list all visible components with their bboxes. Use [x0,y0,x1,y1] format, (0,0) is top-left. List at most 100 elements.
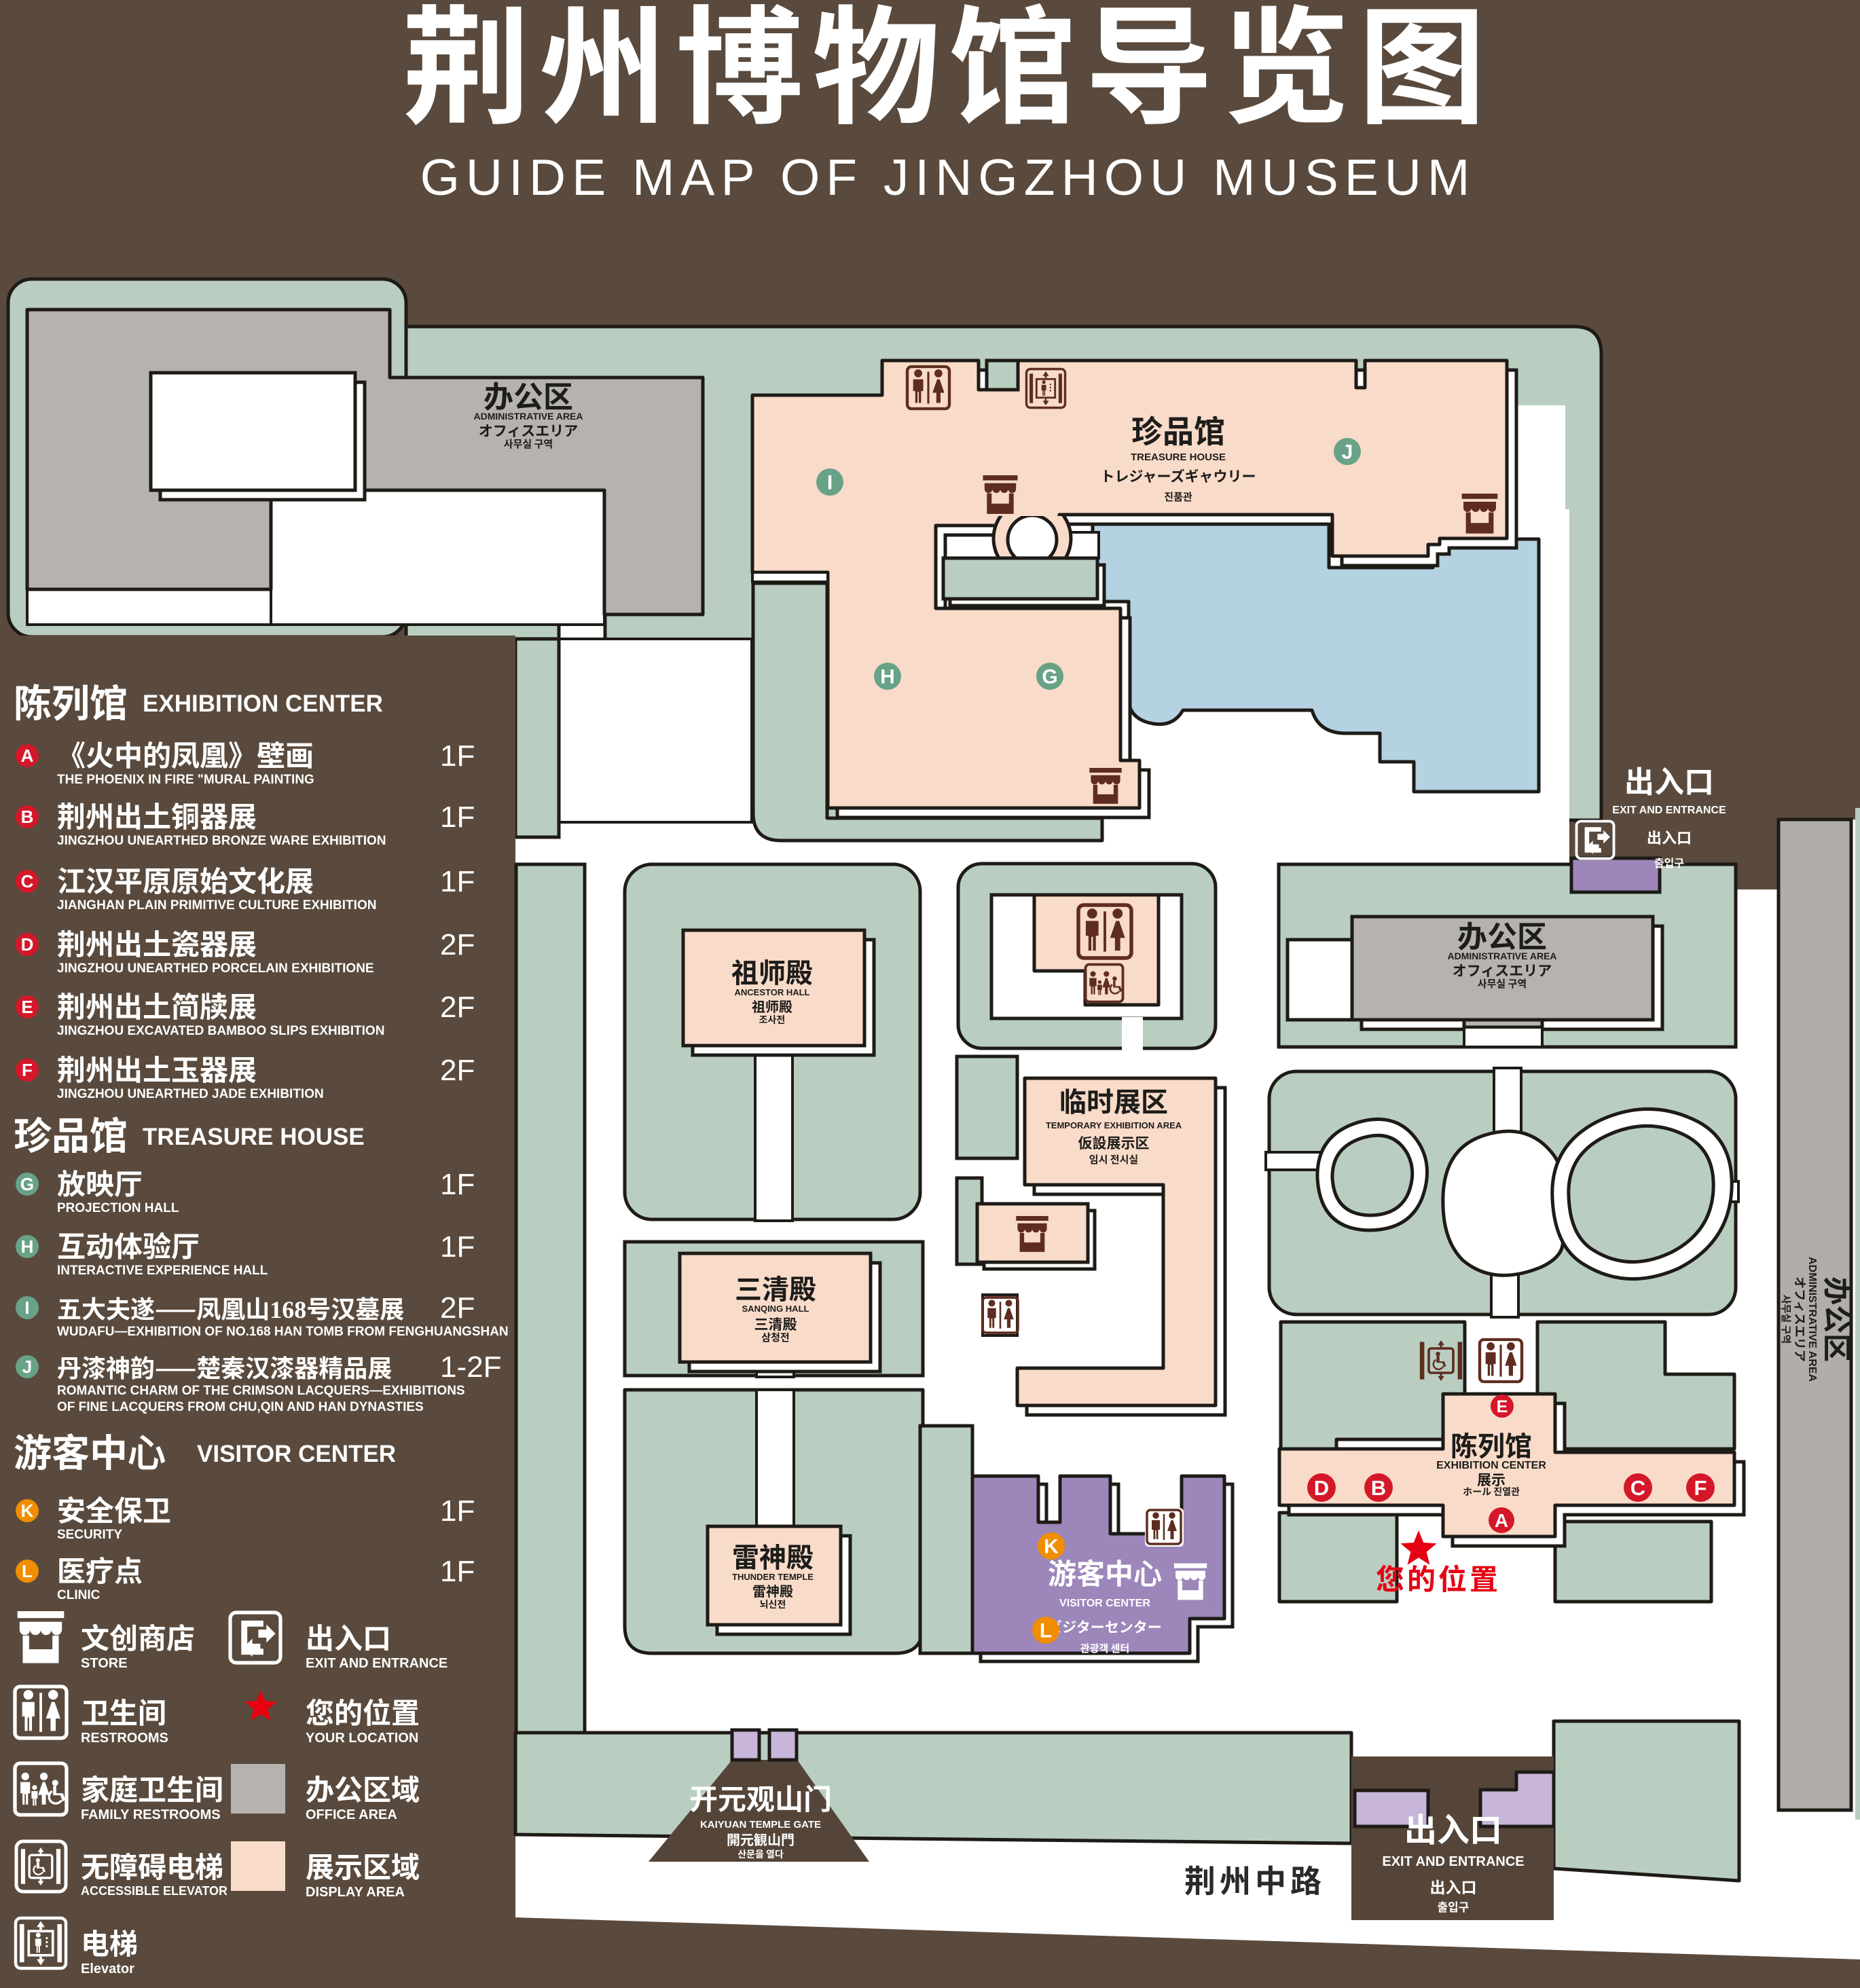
svg-text:荆州出土铜器展: 荆州出土铜器展 [57,794,257,836]
svg-text:办公区: 办公区 [1818,1276,1859,1362]
svg-text:出入口: 出入口 [1404,1803,1502,1851]
svg-text:開元観山門: 開元観山門 [727,1829,795,1849]
svg-text:游客中心: 游客中心 [14,1423,166,1478]
svg-text:荆州出土简牍展: 荆州出土简牍展 [57,984,257,1026]
svg-text:ADMINISTRATIVE AREA: ADMINISTRATIVE AREA [1806,1257,1818,1382]
svg-text:2F: 2F [440,1291,475,1325]
svg-text:珍品馆: 珍品馆 [14,1106,128,1161]
svg-text:2F: 2F [440,1054,475,1087]
svg-text:オフィスエリア: オフィスエリア [479,420,579,441]
svg-text:ADMINISTRATIVE AREA: ADMINISTRATIVE AREA [1448,951,1557,961]
svg-text:G: G [1042,666,1057,688]
svg-text:トレジャーズギャウリー: トレジャーズギャウリー [1101,466,1256,486]
svg-text:INTERACTIVE EXPERIENCE HALL: INTERACTIVE EXPERIENCE HALL [57,1264,268,1278]
svg-text:H: H [880,666,895,688]
svg-text:C: C [1630,1476,1645,1500]
svg-text:丹漆神韵——楚秦汉漆器精品展: 丹漆神韵——楚秦汉漆器精品展 [57,1349,392,1384]
svg-text:KAIYUAN TEMPLE GATE: KAIYUAN TEMPLE GATE [700,1819,821,1830]
svg-text:임시 전시실: 임시 전시실 [1089,1152,1138,1166]
svg-text:陈列馆: 陈列馆 [1451,1424,1532,1464]
svg-text:뇌신전: 뇌신전 [760,1598,786,1611]
svg-text:オフィスエリア: オフィスエリア [1453,960,1552,980]
svg-text:VISITOR CENTER: VISITOR CENTER [1059,1598,1150,1609]
svg-text:三清殿: 三清殿 [754,1314,797,1334]
svg-text:JINGZHOU EXCAVATED BAMBOO SLIP: JINGZHOU EXCAVATED BAMBOO SLIPS EXHIBITI… [57,1024,384,1038]
svg-text:JINGZHOU UNEARTHED PORCELAIN E: JINGZHOU UNEARTHED PORCELAIN EXHIBITIONE [57,961,374,976]
svg-text:EXIT AND ENTRANCE: EXIT AND ENTRANCE [1382,1854,1524,1869]
svg-text:出入口: 出入口 [1624,758,1714,801]
svg-text:K: K [21,1501,34,1521]
svg-text:办公区域: 办公区域 [306,1767,420,1809]
svg-text:사무실 구역: 사무실 구역 [1779,1295,1793,1344]
svg-text:三清殿: 三清殿 [735,1268,816,1307]
svg-text:电梯: 电梯 [81,1921,138,1963]
svg-text:办公区: 办公区 [1457,913,1547,956]
svg-text:THE PHOENIX IN FIRE "MURAL PAI: THE PHOENIX IN FIRE "MURAL PAINTING [57,773,314,787]
svg-text:출입구: 출입구 [1654,854,1684,870]
svg-text:SANQING HALL: SANQING HALL [742,1304,809,1314]
svg-text:YOUR LOCATION: YOUR LOCATION [306,1731,418,1746]
svg-text:无障碍电梯: 无障碍电梯 [81,1845,223,1886]
svg-text:진품관: 진품관 [1164,490,1192,504]
svg-text:1F: 1F [440,1555,475,1588]
svg-text:B: B [21,807,34,827]
svg-text:TREASURE HOUSE: TREASURE HOUSE [143,1124,365,1150]
svg-text:ホール 진열관: ホール 진열관 [1463,1485,1520,1498]
svg-text:E: E [1497,1397,1508,1416]
svg-text:1F: 1F [440,865,475,898]
svg-text:EXHIBITION CENTER: EXHIBITION CENTER [143,691,383,717]
svg-text:조사전: 조사전 [759,1013,786,1027]
svg-text:OF FINE LACQUERS FROM CHU,QIN: OF FINE LACQUERS FROM CHU,QIN AND HAN DY… [57,1400,424,1414]
svg-text:L: L [1040,1620,1052,1642]
svg-text:OFFICE AREA: OFFICE AREA [306,1807,397,1822]
svg-text:出入口: 出入口 [1430,1875,1477,1898]
svg-text:산문을 열다: 산문을 열다 [737,1847,784,1861]
svg-text:사무실 구역: 사무실 구역 [504,437,553,451]
svg-text:临时展区: 临时展区 [1059,1080,1168,1120]
svg-text:PROJECTION HALL: PROJECTION HALL [57,1201,179,1215]
svg-text:1-2F: 1-2F [440,1350,501,1384]
svg-text:Elevator: Elevator [81,1962,134,1976]
svg-text:1F: 1F [440,800,475,834]
svg-text:オフィスエリア: オフィスエリア [1791,1276,1809,1362]
svg-text:F: F [1694,1476,1707,1500]
svg-text:1F: 1F [440,739,475,773]
svg-text:STORE: STORE [81,1656,128,1671]
svg-text:사무실 구역: 사무실 구역 [1478,976,1527,991]
svg-text:F: F [22,1060,33,1080]
svg-text:J: J [1342,441,1353,464]
svg-text:荆州中路: 荆州中路 [1184,1857,1326,1902]
svg-text:文创商店: 文创商店 [81,1616,195,1657]
svg-text:L: L [22,1561,33,1581]
svg-text:GUIDE MAP OF JINGZHOU MUSEUM: GUIDE MAP OF JINGZHOU MUSEUM [420,149,1476,206]
svg-text:JINGZHOU UNEARTHED BRONZE WARE: JINGZHOU UNEARTHED BRONZE WARE EXHIBITIO… [57,834,386,848]
svg-text:出入口: 出入口 [306,1616,391,1657]
svg-text:2F: 2F [440,928,475,961]
svg-text:展示: 展示 [1477,1469,1506,1490]
svg-text:雷神殿: 雷神殿 [752,1581,793,1600]
svg-text:TREASURE HOUSE: TREASURE HOUSE [1131,452,1226,463]
svg-text:仮設展示区: 仮設展示区 [1078,1133,1150,1153]
svg-text:荆州博物馆导览图: 荆州博物馆导览图 [403,0,1495,150]
svg-text:ACCESSIBLE ELEVATOR: ACCESSIBLE ELEVATOR [81,1884,227,1898]
svg-text:家庭卫生间: 家庭卫生间 [81,1767,223,1809]
svg-text:1F: 1F [440,1494,475,1528]
svg-text:互动体验厅: 互动体验厅 [57,1224,200,1266]
svg-text:珍品馆: 珍品馆 [1131,407,1225,452]
svg-text:B: B [1371,1476,1386,1500]
svg-text:您的位置: 您的位置 [1376,1557,1501,1598]
svg-text:WUDAFU—EXHIBITION OF NO.168 HA: WUDAFU—EXHIBITION OF NO.168 HAN TOMB FRO… [57,1325,509,1339]
svg-text:D: D [21,934,34,955]
svg-text:JIANGHAN PLAIN PRIMITIVE CULTU: JIANGHAN PLAIN PRIMITIVE CULTURE EXHIBIT… [57,898,376,913]
svg-text:G: G [20,1174,34,1194]
svg-text:雷神殿: 雷神殿 [732,1536,814,1575]
svg-text:出入口: 出入口 [1647,826,1692,848]
svg-text:삼청전: 삼청전 [761,1330,789,1344]
svg-text:VISITOR CENTER: VISITOR CENTER [197,1441,396,1467]
svg-text:ANCESTOR HALL: ANCESTOR HALL [735,987,810,997]
svg-text:开元观山门: 开元观山门 [689,1777,832,1818]
svg-text:TEMPORARY EXHIBITION AREA: TEMPORARY EXHIBITION AREA [1046,1120,1182,1130]
svg-text:ビジターセンター: ビジターセンター [1048,1617,1162,1637]
svg-text:您的位置: 您的位置 [306,1691,420,1732]
svg-text:医疗点: 医疗点 [57,1549,143,1590]
